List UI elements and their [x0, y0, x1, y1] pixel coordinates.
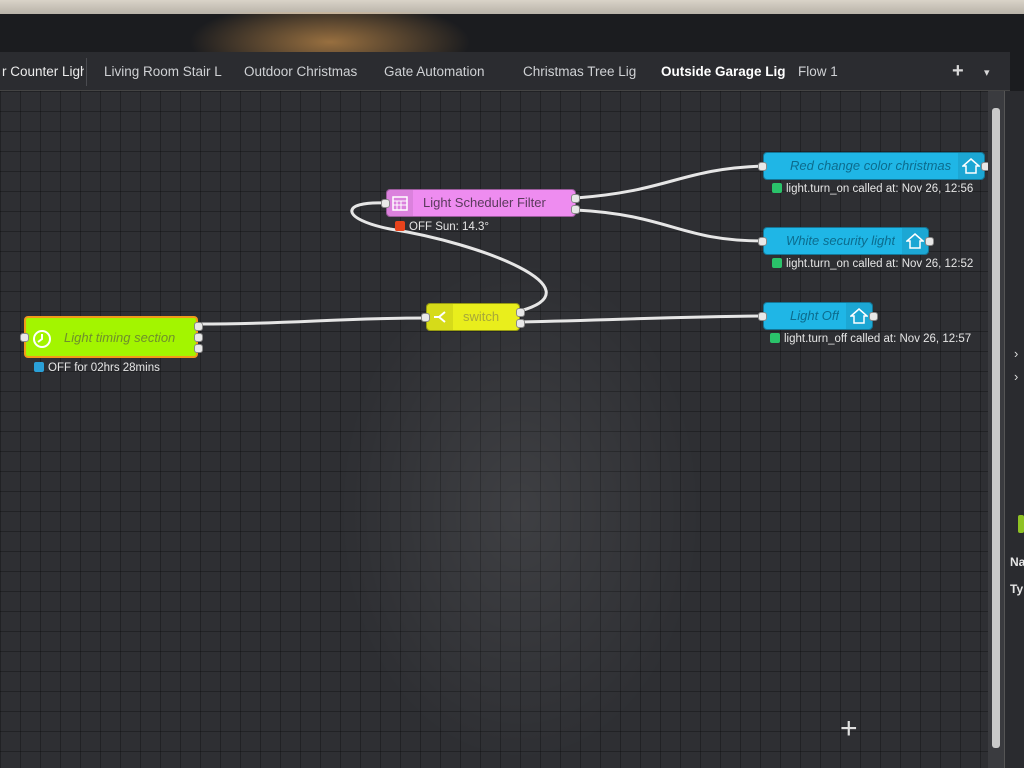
- node-status-timing: OFF for 02hrs 28mins: [34, 361, 160, 375]
- node-label: White security light: [786, 233, 896, 248]
- output-port[interactable]: [869, 312, 878, 321]
- wire-scheduler-to-red[interactable]: [574, 164, 765, 200]
- status-text: light.turn_on called at: Nov 26, 12:52: [786, 258, 974, 270]
- screen-glare: [0, 12, 1024, 52]
- sidebar-type-label: Ty: [1010, 582, 1024, 596]
- status-text: OFF for 02hrs 28mins: [48, 362, 160, 374]
- wire-switch-to-light-off[interactable]: [518, 314, 764, 324]
- crosshair-cursor-icon: +: [840, 712, 858, 745]
- chevron-right-icon[interactable]: ›: [1014, 369, 1019, 384]
- status-text: OFF Sun: 14.3°: [409, 221, 490, 233]
- node-status-red: light.turn_on called at: Nov 26, 12:56: [772, 182, 973, 196]
- input-port[interactable]: [758, 237, 767, 246]
- tab-living-room-stair[interactable]: Living Room Stair L: [104, 64, 222, 79]
- scrollbar-thumb[interactable]: [992, 108, 1000, 748]
- flow-tab-bar: r Counter Ligh Living Room Stair L Outdo…: [0, 52, 1010, 91]
- monitor-bezel: [0, 0, 1024, 14]
- flow-workspace[interactable]: Light timing section OFF for 02hrs 28min…: [0, 91, 988, 768]
- output-port[interactable]: [516, 308, 525, 317]
- node-switch[interactable]: switch: [421, 303, 525, 331]
- node-light-timing[interactable]: Light timing section: [20, 316, 203, 358]
- status-dot: [34, 362, 44, 372]
- node-status-scheduler: OFF Sun: 14.3°: [395, 220, 489, 234]
- output-port[interactable]: [571, 194, 580, 203]
- node-label: switch: [463, 309, 500, 324]
- node-red-change-color[interactable]: Red change color christmas: [758, 152, 988, 180]
- status-dot: [772, 183, 782, 193]
- sidebar-panel: [1004, 91, 1024, 768]
- output-port[interactable]: [925, 237, 934, 246]
- status-dot: [770, 333, 780, 343]
- tab-gate-automation[interactable]: Gate Automation: [384, 64, 485, 79]
- node-label: Light timing section: [64, 330, 176, 345]
- node-label: Light Scheduler Filter: [423, 195, 546, 210]
- node-white-security-light[interactable]: White security light: [758, 227, 934, 255]
- home-assistant-icon: [958, 153, 984, 179]
- timer-icon: [28, 324, 56, 352]
- home-assistant-icon: [846, 303, 872, 329]
- status-text: light.turn_on called at: Nov 26, 12:56: [786, 183, 974, 195]
- tab-list-menu-button[interactable]: ▾: [984, 67, 990, 79]
- output-port[interactable]: [981, 162, 988, 171]
- tab-outside-garage[interactable]: Outside Garage Lig: [661, 64, 785, 79]
- status-text: light.turn_off called at: Nov 26, 12:57: [784, 333, 972, 345]
- switch-icon: [427, 304, 453, 330]
- tab-outdoor-christmas[interactable]: Outdoor Christmas: [244, 64, 358, 79]
- node-label: Light Off: [790, 308, 840, 323]
- output-port[interactable]: [571, 205, 580, 214]
- tab-separator: [86, 58, 87, 86]
- node-light-scheduler[interactable]: Light Scheduler Filter: [381, 189, 580, 217]
- node-status-off: light.turn_off called at: Nov 26, 12:57: [770, 332, 971, 346]
- output-port[interactable]: [194, 322, 203, 331]
- wire-scheduler-to-white[interactable]: [574, 208, 765, 243]
- wire-timing-to-switch[interactable]: [197, 316, 432, 326]
- input-port[interactable]: [758, 162, 767, 171]
- node-status-white: light.turn_on called at: Nov 26, 12:52: [772, 257, 973, 271]
- input-port[interactable]: [381, 199, 390, 208]
- wires: [197, 164, 765, 326]
- node-label: Red change color christmas: [790, 158, 952, 173]
- node-light-off[interactable]: Light Off: [758, 302, 878, 330]
- input-port[interactable]: [758, 312, 767, 321]
- output-port[interactable]: [194, 333, 203, 342]
- output-port[interactable]: [516, 319, 525, 328]
- deploy-indicator[interactable]: [1018, 515, 1024, 533]
- status-dot: [395, 221, 405, 231]
- tab-flow-1[interactable]: Flow 1: [798, 64, 838, 79]
- input-port[interactable]: [20, 333, 29, 342]
- calendar-icon: [387, 190, 413, 216]
- status-dot: [772, 258, 782, 268]
- chevron-right-icon[interactable]: ›: [1014, 346, 1019, 361]
- tab-christmas-tree[interactable]: Christmas Tree Lig: [523, 64, 637, 79]
- tab-counter-light[interactable]: r Counter Ligh: [2, 64, 84, 79]
- wire-switch-to-scheduler[interactable]: [350, 201, 548, 313]
- home-assistant-icon: [902, 228, 928, 254]
- output-port[interactable]: [194, 344, 203, 353]
- sidebar-name-label: Na: [1010, 555, 1024, 569]
- input-port[interactable]: [421, 313, 430, 322]
- add-flow-button[interactable]: +: [952, 60, 964, 82]
